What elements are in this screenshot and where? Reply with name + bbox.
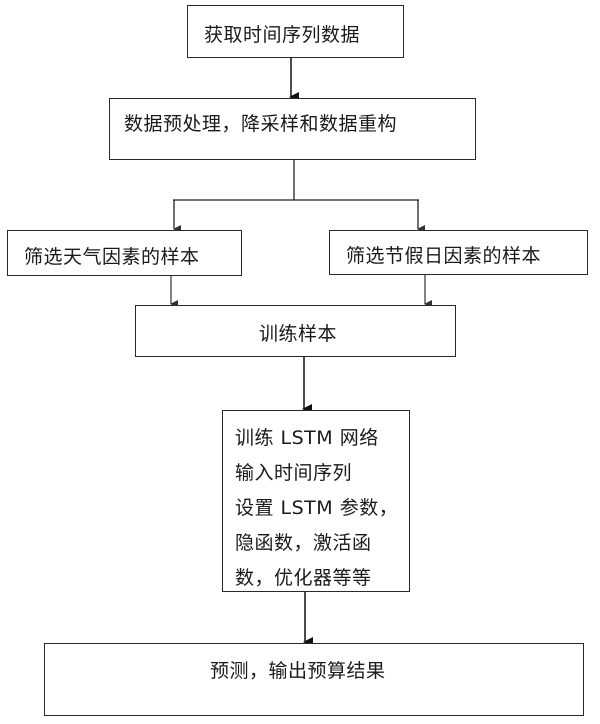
step-weather-label: 筛选天气因素的样本 xyxy=(24,246,200,268)
lstm-line-2: 输入时间序列 xyxy=(235,462,353,484)
step-train-lstm: 训练 LSTM 网络 输入时间序列 设置 LSTM 参数， 隐函数，激活函 数，… xyxy=(222,410,410,592)
lstm-line-4: 隐函数，激活函 xyxy=(235,532,372,554)
step-filter-weather: 筛选天气因素的样本 xyxy=(7,230,242,276)
step-holiday-label: 筛选节假日因素的样本 xyxy=(346,245,542,267)
step-train-samples-label: 训练样本 xyxy=(259,323,338,345)
step-predict-output: 预测，输出预算结果 xyxy=(44,643,584,716)
step-preprocess: 数据预处理，降采样和数据重构 xyxy=(109,98,476,160)
step-acquire-data: 获取时间序列数据 xyxy=(187,5,404,58)
lstm-line-5: 数，优化器等等 xyxy=(235,567,372,589)
step-lstm-text: 训练 LSTM 网络 输入时间序列 设置 LSTM 参数， 隐函数，激活函 数，… xyxy=(235,421,398,596)
step-filter-holiday: 筛选节假日因素的样本 xyxy=(329,230,588,275)
lstm-line-3: 设置 LSTM 参数， xyxy=(235,497,399,519)
step-train-samples: 训练样本 xyxy=(135,305,456,357)
step-predict-label: 预测，输出预算结果 xyxy=(210,660,386,682)
step-acquire-label: 获取时间序列数据 xyxy=(204,24,361,46)
lstm-line-1: 训练 LSTM 网络 xyxy=(235,427,379,449)
step-preprocess-label: 数据预处理，降采样和数据重构 xyxy=(124,113,398,135)
